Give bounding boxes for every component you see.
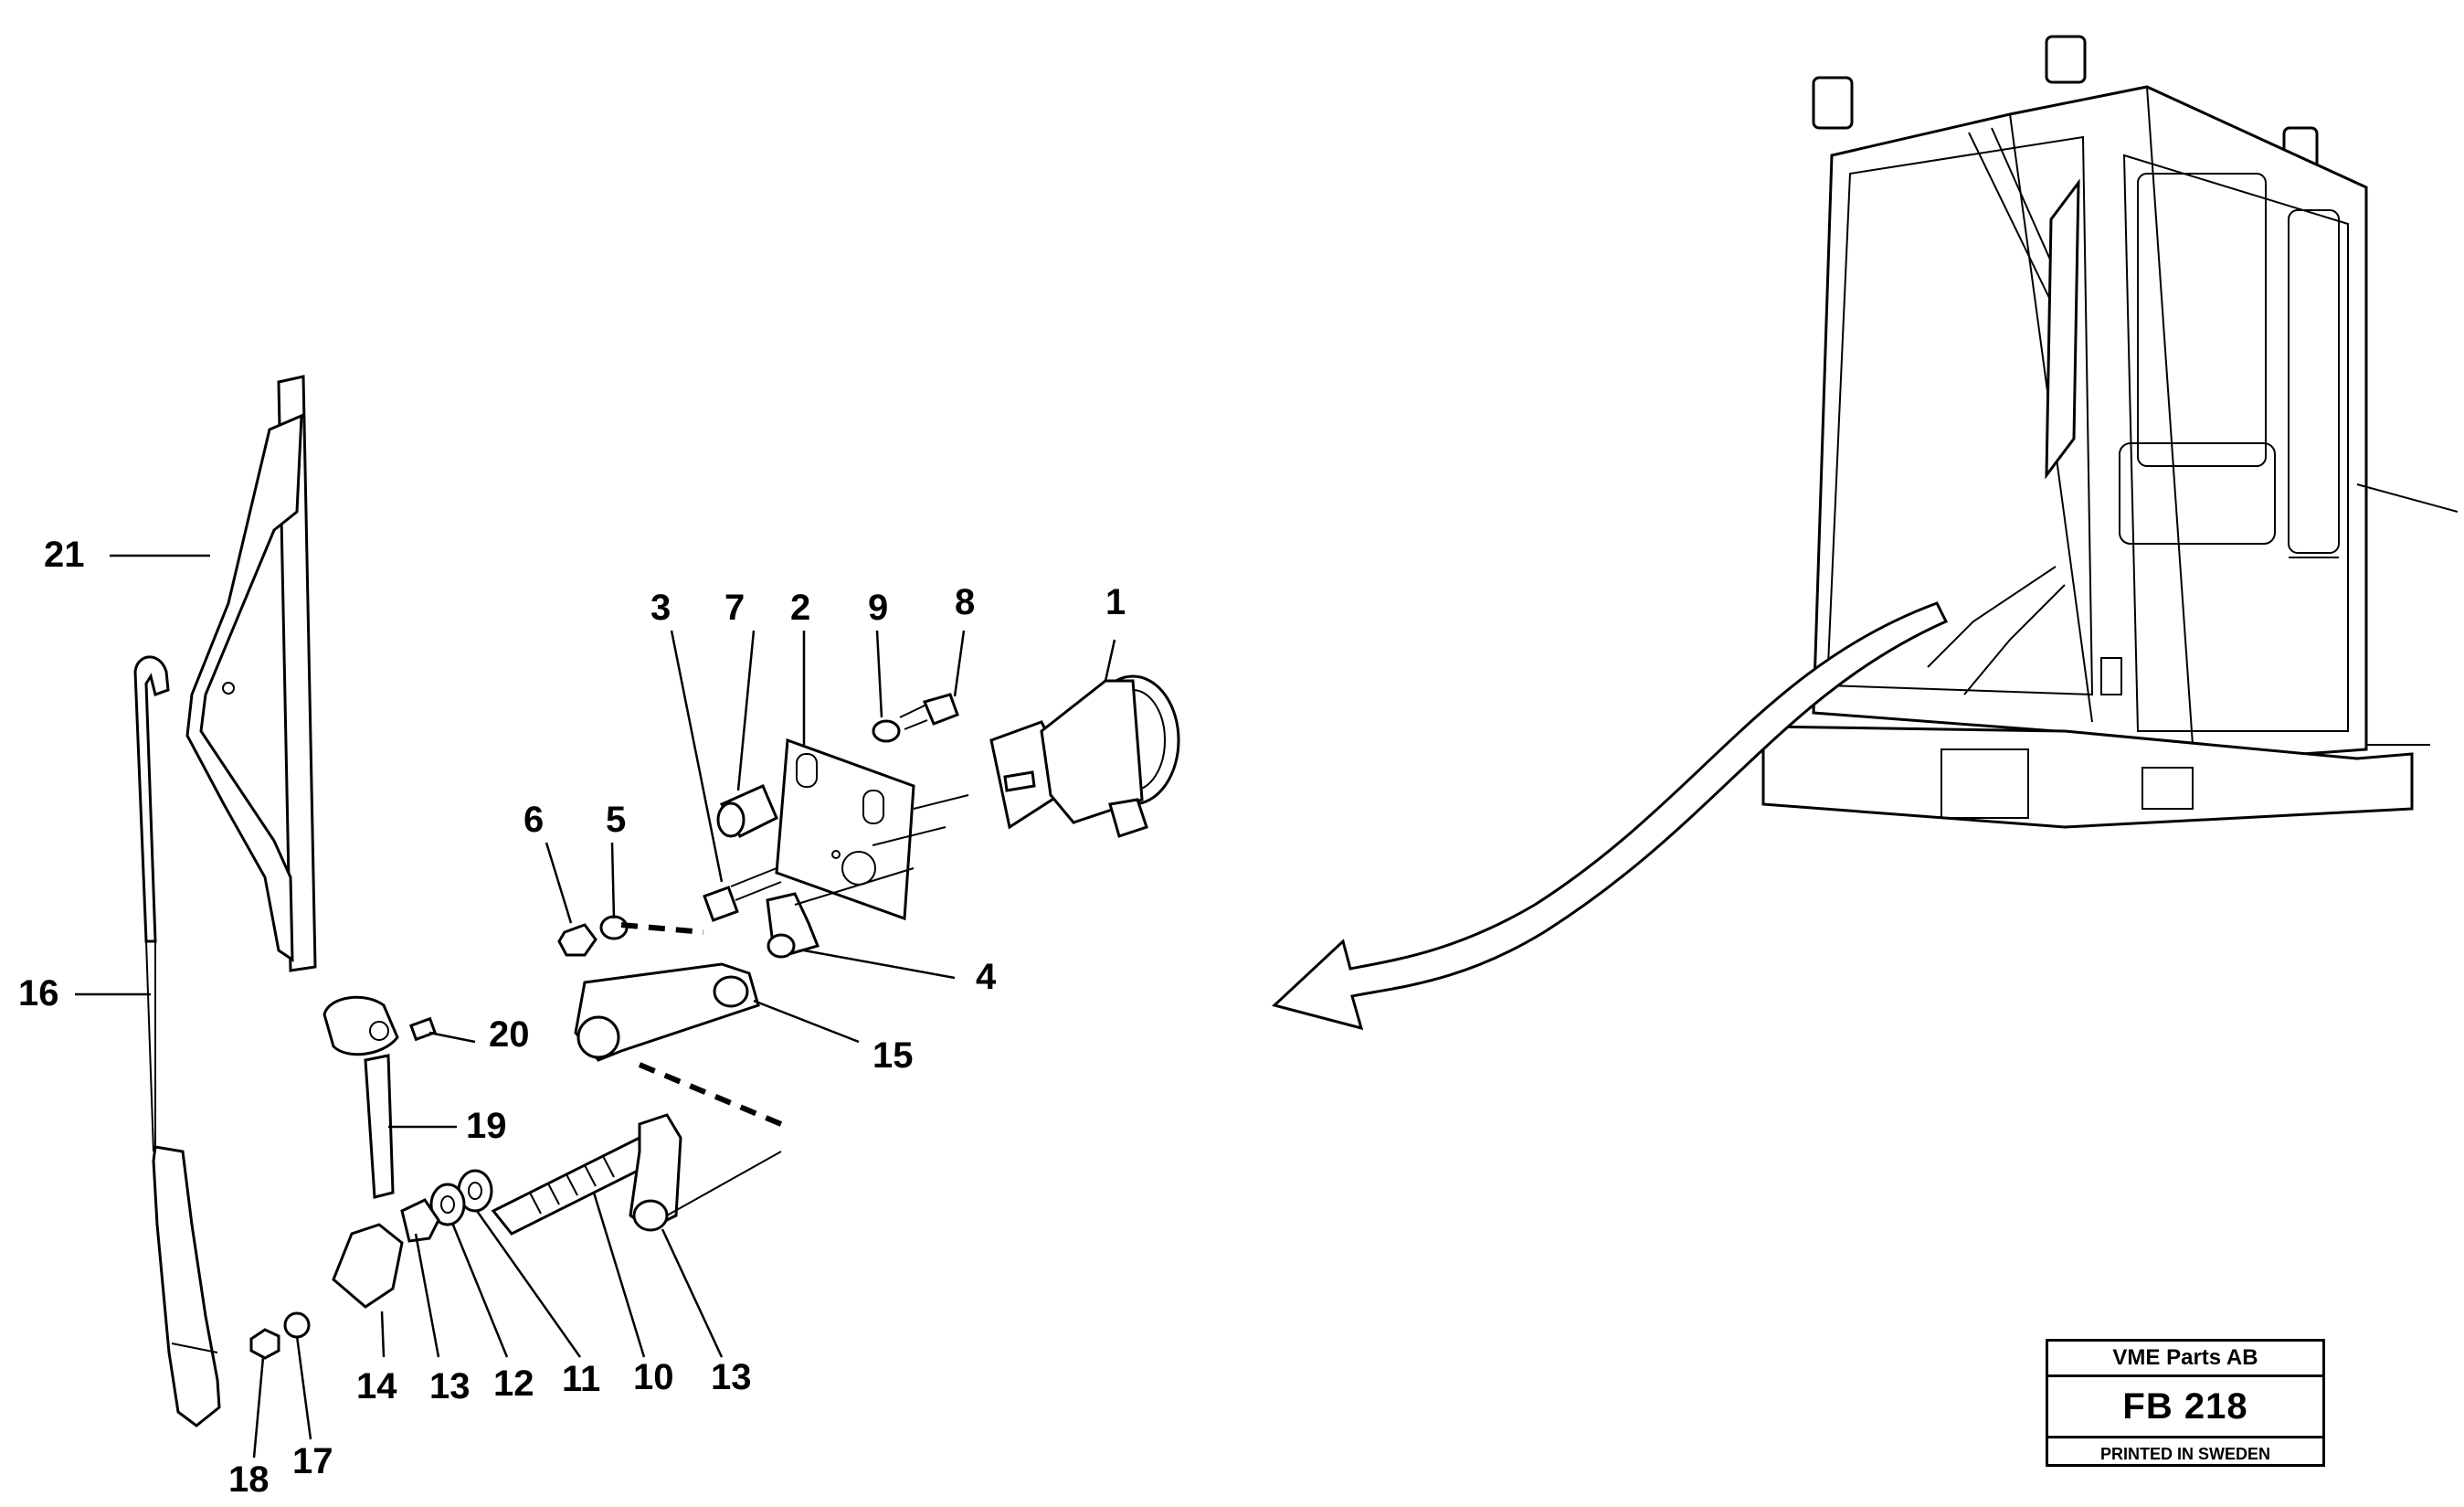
- label-17: 17: [292, 1441, 333, 1481]
- printed-note: PRINTED IN SWEDEN: [2099, 1445, 2270, 1463]
- leader-lines: [75, 554, 1116, 1459]
- diagram-code: FB 218: [2048, 1377, 2322, 1438]
- company-name: VME Parts AB: [2048, 1342, 2322, 1377]
- wiper-motor: [989, 674, 1180, 838]
- label-18: 18: [228, 1459, 270, 1500]
- small-parts: [249, 693, 959, 1360]
- label-19: 19: [466, 1106, 507, 1146]
- label-11: 11: [562, 1359, 600, 1399]
- label-14: 14: [356, 1366, 397, 1406]
- wiper-blade: [185, 375, 317, 972]
- label-6: 6: [523, 800, 544, 840]
- label-15: 15: [872, 1035, 914, 1076]
- label-3: 3: [650, 588, 671, 628]
- pointer-arrow: [1271, 601, 1949, 1031]
- title-block: VME Parts AB FB 218 PRINTED IN SWEDEN: [2046, 1339, 2325, 1467]
- label-13a: 13: [429, 1366, 471, 1406]
- cab-illustration: [1761, 35, 2459, 829]
- label-9: 9: [868, 588, 888, 628]
- label-4: 4: [976, 957, 997, 997]
- part-labels: 1 2 3 4 5 6 7 8 9 10 11 12 13 13 14 15 1…: [18, 535, 1126, 1500]
- wiper-arm: [133, 655, 221, 1427]
- label-8: 8: [955, 582, 975, 622]
- label-5: 5: [606, 800, 626, 840]
- label-2: 2: [790, 588, 810, 628]
- label-7: 7: [724, 588, 745, 628]
- assembly-lines: [620, 794, 969, 1216]
- label-12: 12: [493, 1364, 534, 1404]
- label-20: 20: [489, 1014, 530, 1055]
- mounting-plate: [775, 738, 915, 921]
- label-10: 10: [633, 1357, 674, 1397]
- label-16: 16: [18, 973, 59, 1014]
- label-1: 1: [1105, 582, 1126, 622]
- label-21: 21: [44, 535, 85, 575]
- label-13b: 13: [711, 1357, 752, 1397]
